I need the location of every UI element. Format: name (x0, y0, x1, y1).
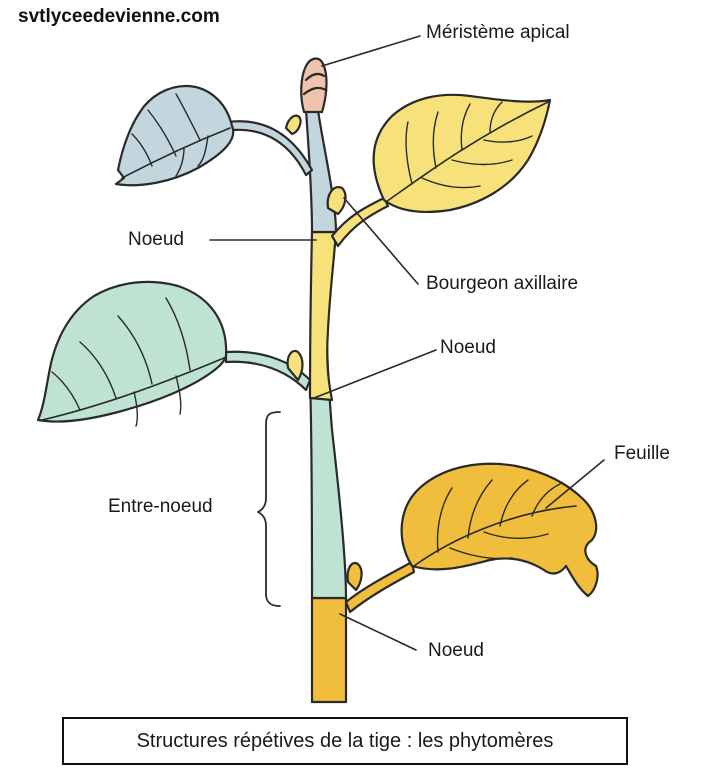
label-leaf: Feuille (614, 443, 670, 465)
label-node-middle: Noeud (440, 337, 496, 359)
label-node-top: Noeud (128, 229, 184, 251)
internode-brace (258, 412, 280, 606)
leader-node-middle (314, 350, 436, 398)
leaf-top-right (374, 95, 550, 212)
label-internode: Entre-noeud (108, 496, 213, 518)
label-node-bottom: Noeud (428, 640, 484, 662)
stem-segment-yellow (310, 232, 336, 400)
leaf-middle-left (38, 282, 226, 422)
label-apical-meristem: Méristème apical (426, 22, 570, 44)
caption-text: Structures répétives de la tige : les ph… (137, 730, 554, 753)
axillary-bud-top (328, 187, 346, 214)
caption-box: Structures répétives de la tige : les ph… (62, 717, 628, 765)
leaf-bottom-right (402, 464, 598, 596)
leader-apical-meristem (322, 36, 420, 66)
label-axillary-bud: Bourgeon axillaire (426, 273, 578, 295)
leader-node-bottom (340, 614, 416, 650)
axillary-bud-bottom (348, 563, 362, 590)
petiole-top-left (228, 121, 312, 175)
